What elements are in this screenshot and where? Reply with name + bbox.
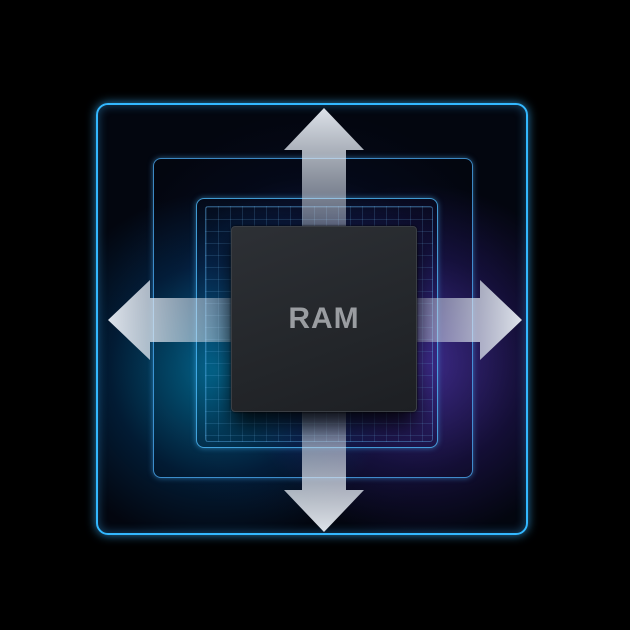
outer-frame	[96, 103, 528, 535]
arrow-right-icon	[410, 280, 522, 360]
ram-chip-label: RAM	[288, 302, 360, 335]
ram-chip: RAM	[231, 226, 417, 412]
arrow-left-icon	[108, 280, 240, 360]
arrow-down-icon	[284, 400, 364, 532]
arrow-up-icon	[284, 108, 364, 240]
